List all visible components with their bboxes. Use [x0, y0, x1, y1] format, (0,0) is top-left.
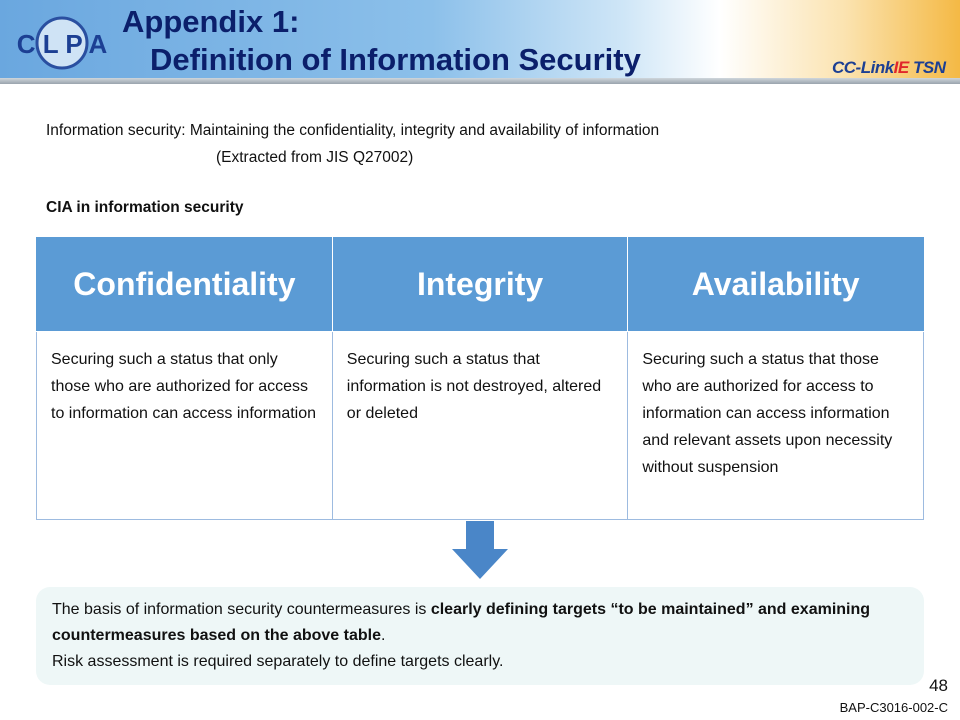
- cia-table: Confidentiality Integrity Availability S…: [36, 237, 924, 520]
- section-label: CIA in information security: [46, 199, 244, 216]
- document-code: BAP-C3016-002-C: [839, 700, 948, 715]
- header-integrity: Integrity: [331, 237, 629, 332]
- page-title-line2: Definition of Information Security: [150, 42, 641, 77]
- summary-bold-text: clearly defining targets “to be maintain…: [52, 601, 871, 644]
- summary-period: .: [381, 627, 386, 644]
- summary-text: The basis of information security counte…: [52, 601, 431, 618]
- header-availability: Availability: [627, 237, 924, 332]
- definition-text: Information security: Maintaining the co…: [46, 122, 660, 139]
- summary-box: The basis of information security counte…: [36, 587, 924, 685]
- cell-availability: Securing such a status that those who ar…: [627, 331, 924, 520]
- clpa-logo: C L P A: [17, 16, 108, 70]
- svg-text:C L P A: C L P A: [17, 29, 108, 59]
- page-title-line1: Appendix 1:: [122, 4, 300, 39]
- page-number: 48: [929, 676, 948, 695]
- cell-confidentiality: Securing such a status that only those w…: [36, 331, 333, 520]
- cell-integrity: Securing such a status that information …: [331, 331, 629, 520]
- header-banner: C L P A Appendix 1: Definition of Inform…: [0, 0, 960, 84]
- header-confidentiality: Confidentiality: [36, 237, 333, 332]
- source-text: (Extracted from JIS Q27002): [216, 149, 414, 166]
- cc-link-ie-tsn-logo: CC-LinkIE TSN: [832, 58, 946, 77]
- down-arrow-icon: [452, 521, 508, 579]
- summary-line2: Risk assessment is required separately t…: [52, 653, 504, 670]
